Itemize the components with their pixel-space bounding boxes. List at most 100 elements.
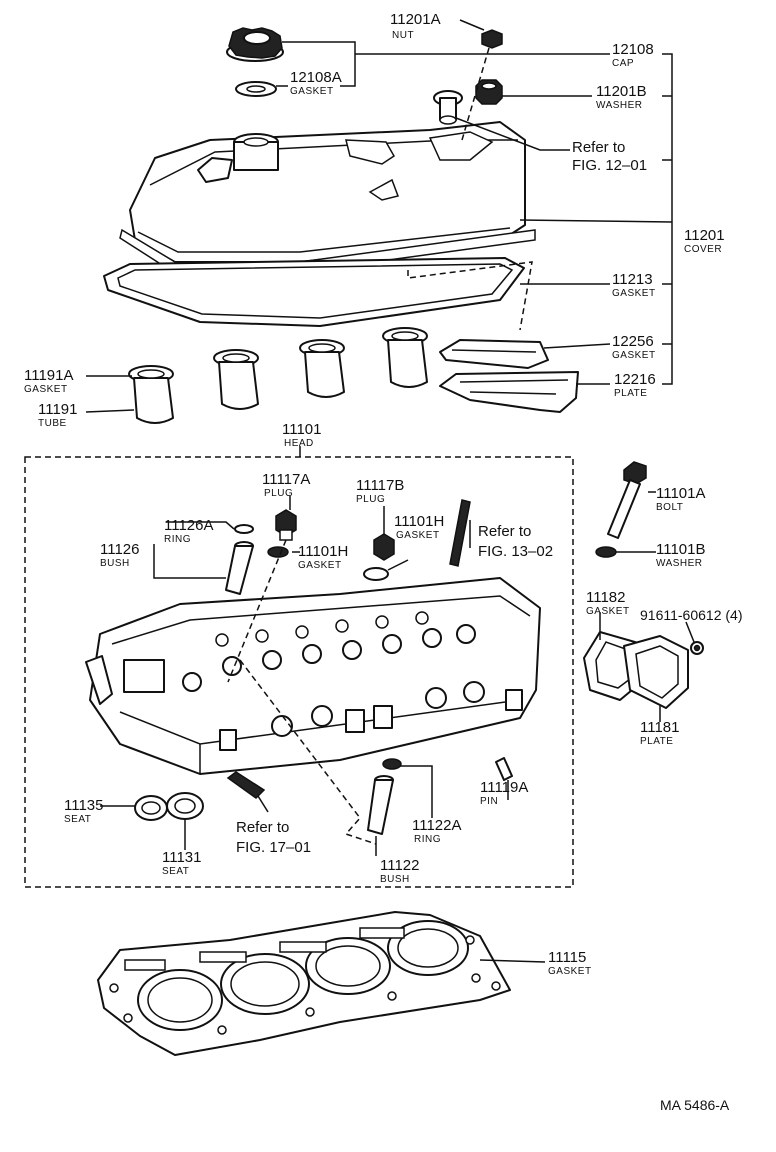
- ring-a-part: [234, 524, 254, 534]
- small-bolt-center: [693, 644, 701, 652]
- label-caption: GASKET: [586, 606, 630, 617]
- label-number: 11126: [100, 541, 140, 558]
- label-caption: BUSH: [100, 558, 130, 569]
- label-cap-gasket: 12108A GASKET: [290, 69, 342, 97]
- label-cover-gasket: 11213 GASKET: [612, 271, 656, 299]
- label-caption: HEAD: [284, 438, 314, 449]
- label-gasket-11182: 11182 GASKET: [586, 589, 630, 617]
- bush-22-part: [367, 775, 394, 835]
- ref-line-1: Refer to: [572, 139, 625, 156]
- label-number: 11115: [548, 949, 586, 966]
- label-washer-bolt: 11101B WASHER: [656, 541, 706, 569]
- label-number: 11181: [640, 719, 680, 736]
- leader-lines: [85, 19, 695, 963]
- label-seat-35: 11135 SEAT: [64, 797, 104, 825]
- label-number: 11126A: [164, 517, 214, 534]
- label-number: 11191: [38, 401, 78, 418]
- label-plug-a: 11117A PLUG: [262, 471, 310, 499]
- label-caption: WASHER: [656, 558, 703, 569]
- label-caption: RING: [414, 834, 441, 845]
- stud-part: [449, 499, 471, 567]
- label-caption: PLUG: [264, 488, 293, 499]
- label-head-gasket: 11115 GASKET: [548, 949, 592, 977]
- seat-31-part: [166, 792, 204, 820]
- label-bolt: 11101A BOLT: [656, 485, 706, 513]
- label-number: 11191A: [24, 367, 74, 384]
- label-number: 11135: [64, 797, 104, 814]
- label-caption: GASKET: [298, 560, 342, 571]
- pin-part: [495, 757, 513, 781]
- cover-gasket: [103, 257, 525, 327]
- label-gasket-12256: 12256 GASKET: [612, 333, 656, 361]
- label-plug-b: 11117B PLUG: [356, 477, 404, 505]
- ref-line-1: Refer to: [478, 523, 531, 540]
- label-gasket-h2: 11101H GASKET: [394, 513, 444, 541]
- label-caption: BOLT: [656, 502, 683, 513]
- head-bolt: [607, 461, 647, 539]
- label-number: 11201A: [390, 11, 441, 28]
- label-caption: WASHER: [596, 100, 643, 111]
- label-tube-gasket: 11191A GASKET: [24, 367, 74, 395]
- label-caption: GASKET: [612, 350, 656, 361]
- label-bush-22: 11122 BUSH: [380, 857, 420, 885]
- label-number: 11101: [282, 421, 322, 438]
- label-caption: COVER: [684, 244, 722, 255]
- valve-cover: [119, 121, 536, 273]
- label-plate-11181: 11181 PLATE: [640, 719, 680, 747]
- bush-part: [225, 541, 254, 595]
- label-head: 11101 HEAD: [282, 421, 322, 449]
- label-seat-31: 11131 SEAT: [162, 849, 202, 877]
- label-number: 11119A: [480, 779, 528, 796]
- label-gasket-h1: 11101H GASKET: [298, 543, 348, 571]
- label-caption: PLATE: [614, 388, 647, 399]
- head-gasket-part: [97, 911, 511, 1056]
- label-ring-22a: 11122A RING: [412, 817, 462, 845]
- label-tube: 11191 TUBE: [38, 401, 78, 429]
- label-cap: 12108 CAP: [612, 41, 654, 69]
- label-caption: PLUG: [356, 494, 385, 505]
- label-washer-b: 11201B WASHER: [596, 83, 647, 111]
- head-dash-2: [239, 659, 377, 845]
- head-assembly-box: [24, 456, 574, 888]
- label-number: 12216: [614, 371, 656, 388]
- label-ring-a: 11126A RING: [164, 517, 214, 545]
- ref-fig-13-02: Refer to FIG. 13–02: [478, 523, 553, 560]
- label-caption: BUSH: [380, 874, 410, 885]
- drawing-code: MA 5486-A: [660, 1097, 730, 1113]
- cover-nut: [481, 29, 503, 49]
- label-pin: 11119A PIN: [480, 779, 528, 807]
- label-bush: 11126 BUSH: [100, 541, 140, 569]
- label-number: 12108A: [290, 69, 342, 86]
- label-caption: SEAT: [162, 866, 189, 877]
- ref-fig-12-01: Refer to FIG. 12–01: [572, 139, 647, 174]
- label-number: 11101A: [656, 485, 706, 502]
- stud-lower: [226, 771, 266, 799]
- label-number: 12256: [612, 333, 654, 350]
- baffle-gasket: [439, 339, 549, 369]
- label-number: 11122: [380, 857, 420, 874]
- ring-22a-part: [382, 758, 402, 770]
- label-caption: GASKET: [548, 966, 592, 977]
- label-caption: GASKET: [396, 530, 440, 541]
- oil-cap: [226, 27, 284, 62]
- cover-gasket-dash: [407, 261, 533, 331]
- label-nut: 11201A NUT: [390, 11, 441, 41]
- label-caption: RING: [164, 534, 191, 545]
- label-caption: GASKET: [612, 288, 656, 299]
- label-number: 12108: [612, 41, 654, 58]
- label-caption: CAP: [612, 58, 634, 69]
- label-caption: PIN: [480, 796, 498, 807]
- ref-line-1: Refer to: [236, 819, 289, 836]
- spark-plug-tubes: [128, 327, 428, 424]
- baffle-plate: [439, 371, 579, 413]
- label-number: 11201B: [596, 83, 647, 100]
- label-caption: TUBE: [38, 418, 67, 429]
- seat-35-part: [134, 795, 168, 821]
- ref-fig-17-01: Refer to FIG. 17–01: [236, 819, 311, 856]
- cylinder-head: [85, 577, 541, 775]
- gasket-h2-part: [363, 567, 389, 581]
- label-number: 11182: [586, 589, 626, 606]
- plug-a-part: [275, 509, 297, 541]
- ref-line-2: FIG. 13–02: [478, 543, 553, 560]
